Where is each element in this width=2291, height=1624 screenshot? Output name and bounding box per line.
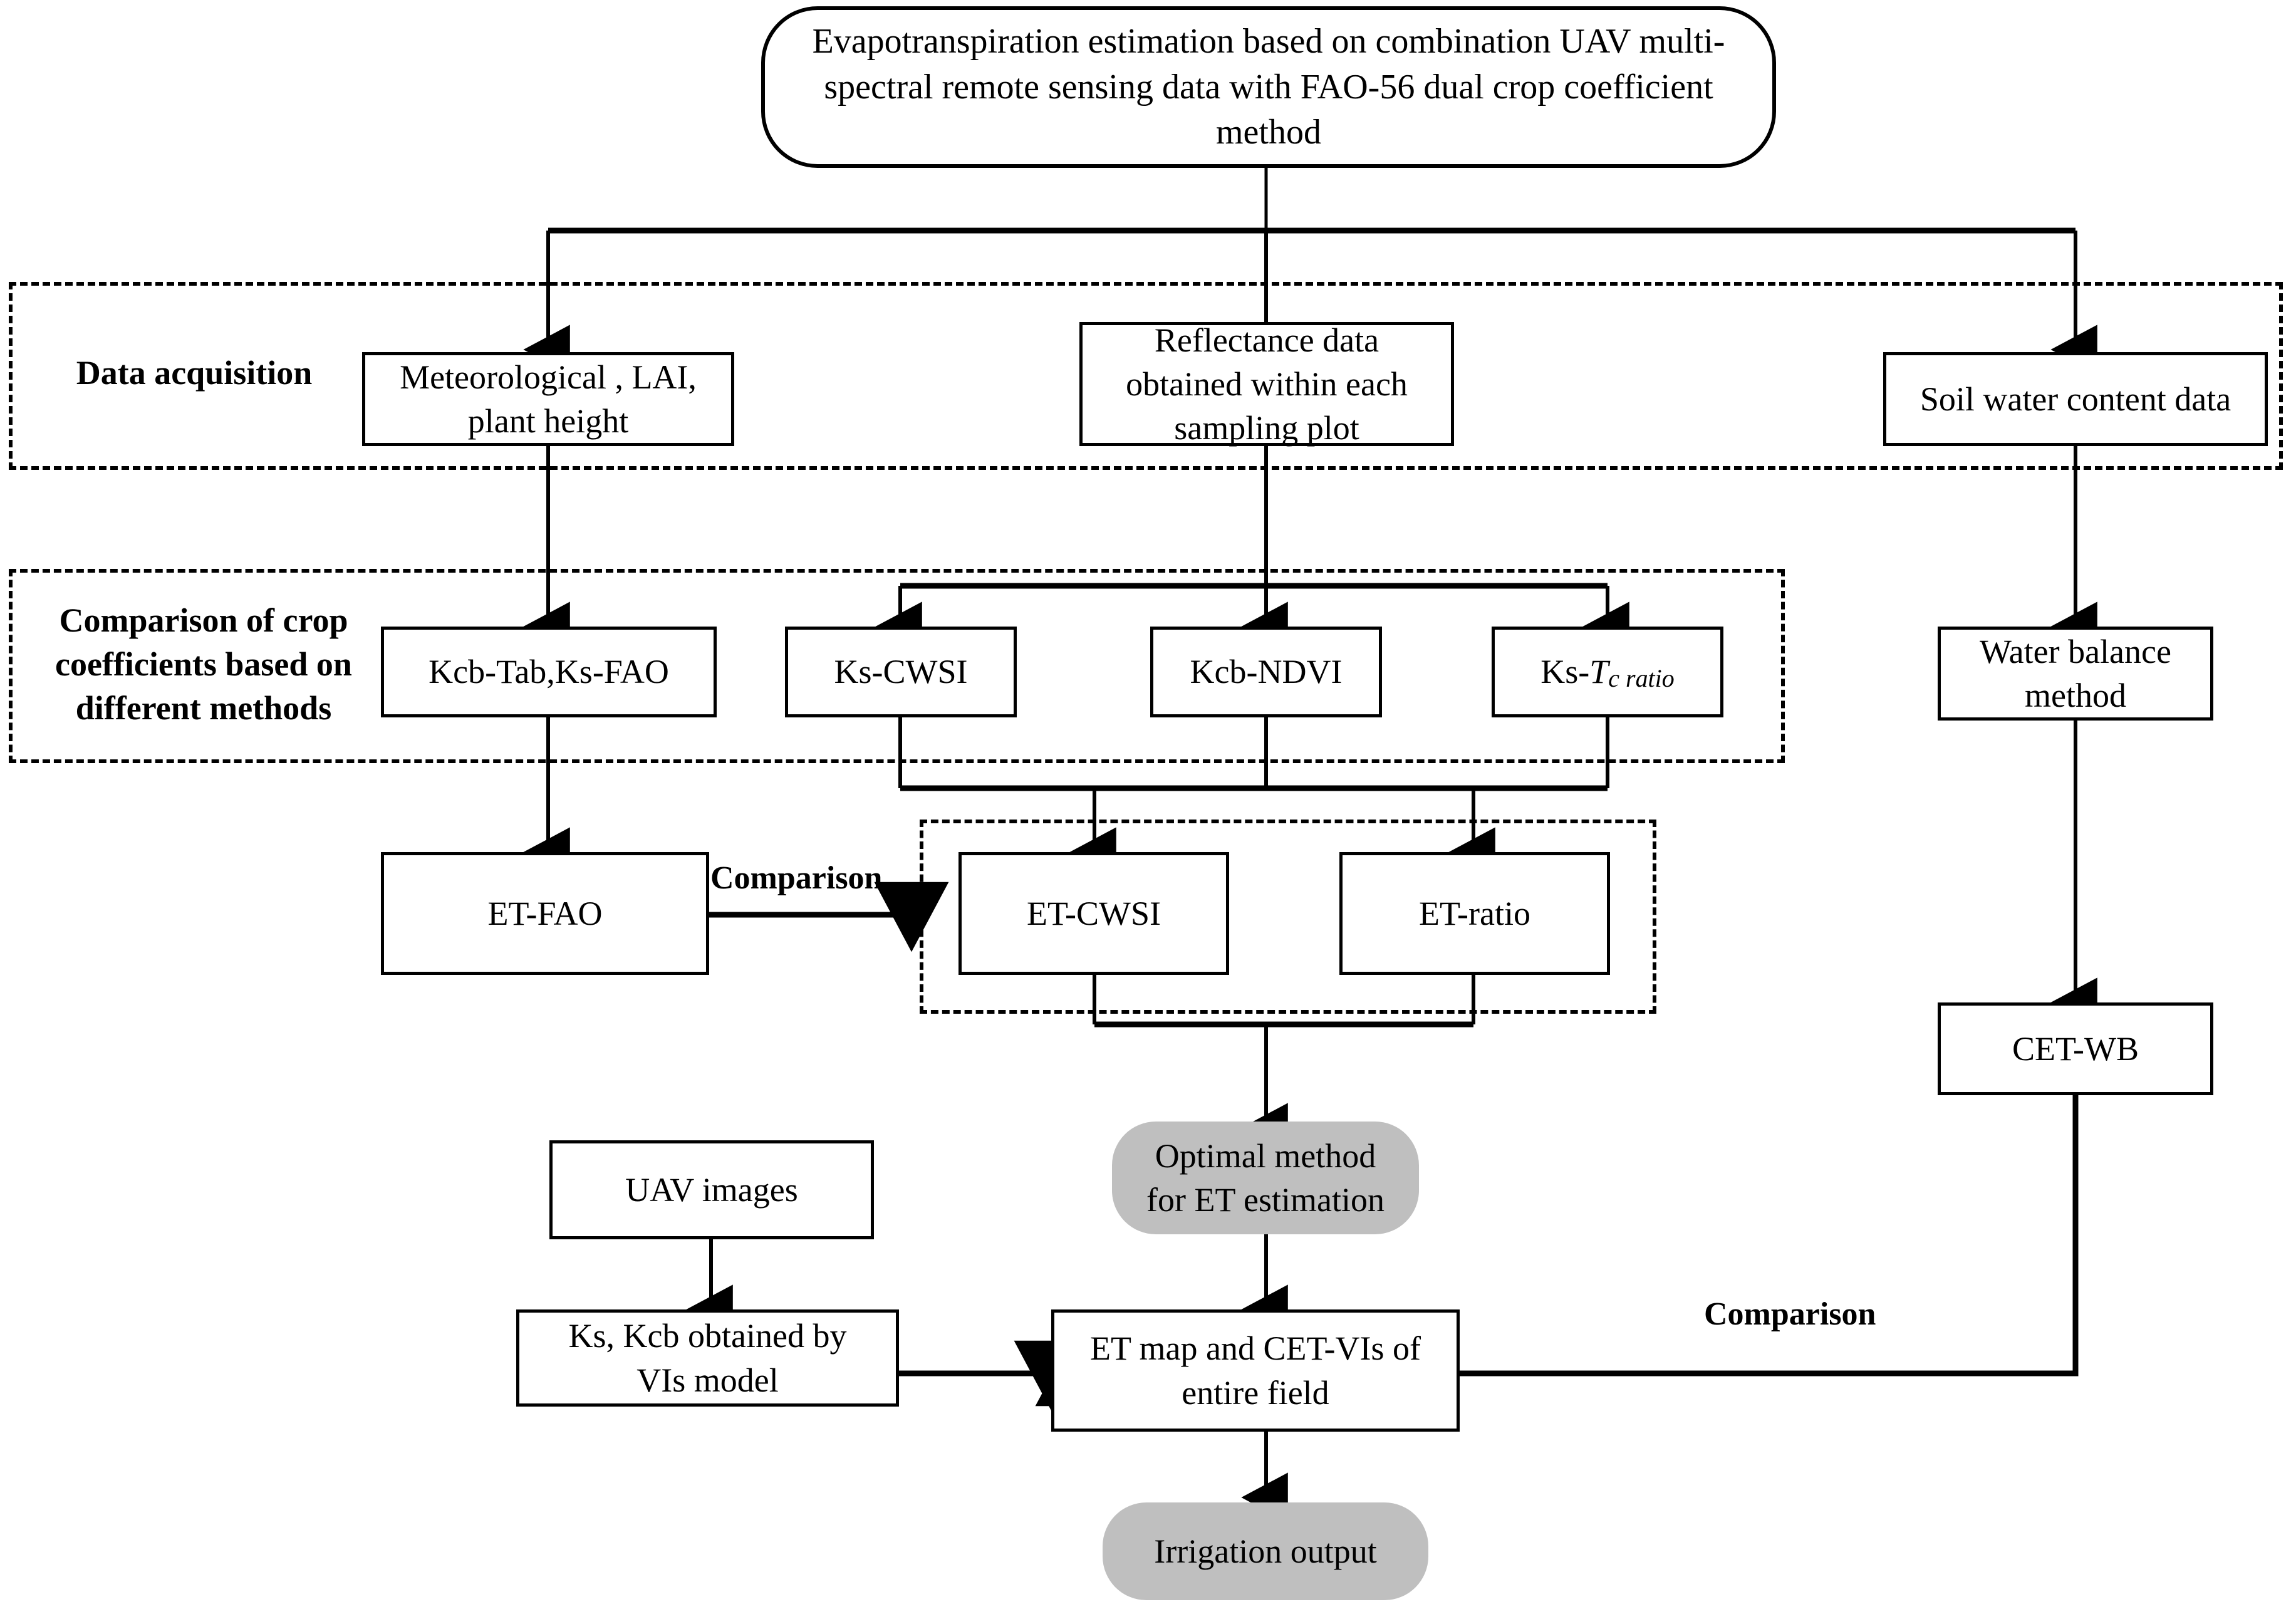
zone-crop-coefficients	[9, 569, 1785, 763]
node-ks-tc-ratio[interactable]: Ks-Tc ratio	[1492, 627, 1723, 717]
node-meteorological-line1: Meteorological , LAI,	[400, 358, 697, 396]
zone-data-acquisition	[9, 282, 2283, 470]
node-soil-water-content[interactable]: Soil water content data	[1883, 352, 2268, 446]
node-et-cwsi-text: ET-CWSI	[1027, 894, 1161, 932]
node-et-cwsi[interactable]: ET-CWSI	[958, 852, 1229, 975]
node-et-map[interactable]: ET map and CET-VIs of entire field	[1051, 1309, 1460, 1432]
node-reflectance[interactable]: Reflectance data obtained within each sa…	[1079, 321, 1454, 447]
zone-label-crop-coefficients: Comparison of crop coefficients based on…	[25, 598, 382, 731]
node-kcb-tab-ks-fao-text: Kcb-Tab,Ks-FAO	[429, 653, 669, 691]
node-water-balance-line1: Water balance	[1980, 632, 2171, 670]
node-optimal-method-text: Optimal method for ET estimation	[1118, 1134, 1413, 1222]
edge-label-comparison-middle-text: Comparison	[710, 860, 883, 896]
node-irrigation-output-text: Irrigation output	[1154, 1532, 1377, 1570]
node-meteorological-line2: plant height	[467, 402, 629, 440]
node-water-balance-method-text: Water balance method	[1947, 630, 2204, 717]
node-title-text: Evapotranspiration estimation based on c…	[812, 21, 1725, 152]
node-et-ratio[interactable]: ET-ratio	[1339, 852, 1610, 975]
zone-label-data-acquisition: Data acquisition	[31, 351, 357, 395]
node-et-ratio-text: ET-ratio	[1419, 894, 1530, 932]
node-et-fao[interactable]: ET-FAO	[381, 852, 709, 975]
node-et-fao-text: ET-FAO	[487, 894, 603, 932]
node-vis-model-text: Ks, Kcb obtained by VIs model	[526, 1314, 890, 1402]
node-vis-model-line2: VIs model	[636, 1361, 779, 1399]
node-soil-water-content-text: Soil water content data	[1920, 380, 2231, 418]
node-title[interactable]: Evapotranspiration estimation based on c…	[761, 6, 1776, 168]
node-water-balance-method[interactable]: Water balance method	[1938, 627, 2213, 721]
node-vis-model[interactable]: Ks, Kcb obtained by VIs model	[516, 1309, 899, 1407]
edge-label-comparison-right-text: Comparison	[1704, 1296, 1876, 1332]
node-water-balance-line2: method	[2025, 677, 2126, 714]
node-reflectance-line3: sampling plot	[1174, 409, 1359, 447]
zone-label-crop-coefficients-line3: different methods	[75, 689, 332, 727]
node-ks-tc-ratio-subscript: c ratio	[1608, 664, 1675, 692]
node-reflectance-line2: obtained within each	[1126, 365, 1408, 403]
node-optimal-method-line1: Optimal method	[1155, 1137, 1376, 1175]
edge-label-comparison-middle: Comparison	[710, 860, 882, 897]
zone-label-crop-coefficients-line2: coefficients based on	[55, 645, 352, 684]
node-et-map-line2: entire field	[1182, 1373, 1329, 1412]
zone-label-crop-coefficients-line1: Comparison of crop	[59, 601, 348, 639]
node-kcb-ndvi-text: Kcb-NDVI	[1190, 653, 1343, 691]
node-optimal-method-line2: for ET estimation	[1146, 1181, 1384, 1219]
node-optimal-method[interactable]: Optimal method for ET estimation	[1112, 1122, 1419, 1234]
node-cet-wb[interactable]: CET-WB	[1938, 1002, 2213, 1095]
node-reflectance-line1: Reflectance data	[1154, 321, 1379, 359]
edge-label-comparison-right: Comparison	[1704, 1296, 1876, 1333]
node-ks-tc-ratio-symbol: T	[1589, 653, 1609, 691]
node-irrigation-output[interactable]: Irrigation output	[1103, 1502, 1428, 1600]
node-kcb-ndvi[interactable]: Kcb-NDVI	[1150, 627, 1382, 717]
node-meteorological[interactable]: Meteorological , LAI, plant height	[362, 352, 734, 446]
node-et-map-line1: ET map and CET-VIs of	[1090, 1330, 1421, 1368]
node-vis-model-line1: Ks, Kcb obtained by	[568, 1317, 847, 1355]
node-reflectance-text: Reflectance data obtained within each sa…	[1089, 318, 1445, 450]
node-ks-cwsi[interactable]: Ks-CWSI	[785, 627, 1017, 717]
zone-label-data-acquisition-text: Data acquisition	[76, 354, 313, 392]
node-et-map-text: ET map and CET-VIs of entire field	[1061, 1326, 1450, 1414]
node-uav-images-text: UAV images	[625, 1170, 798, 1209]
node-meteorological-text: Meteorological , LAI, plant height	[371, 355, 725, 443]
node-ks-tc-ratio-prefix: Ks-	[1540, 653, 1590, 691]
node-kcb-tab-ks-fao[interactable]: Kcb-Tab,Ks-FAO	[381, 627, 717, 717]
node-uav-images[interactable]: UAV images	[549, 1140, 874, 1239]
node-ks-cwsi-text: Ks-CWSI	[834, 653, 968, 691]
node-ks-tc-ratio-text: Ks-Tc ratio	[1501, 650, 1714, 694]
node-cet-wb-text: CET-WB	[2012, 1029, 2139, 1068]
